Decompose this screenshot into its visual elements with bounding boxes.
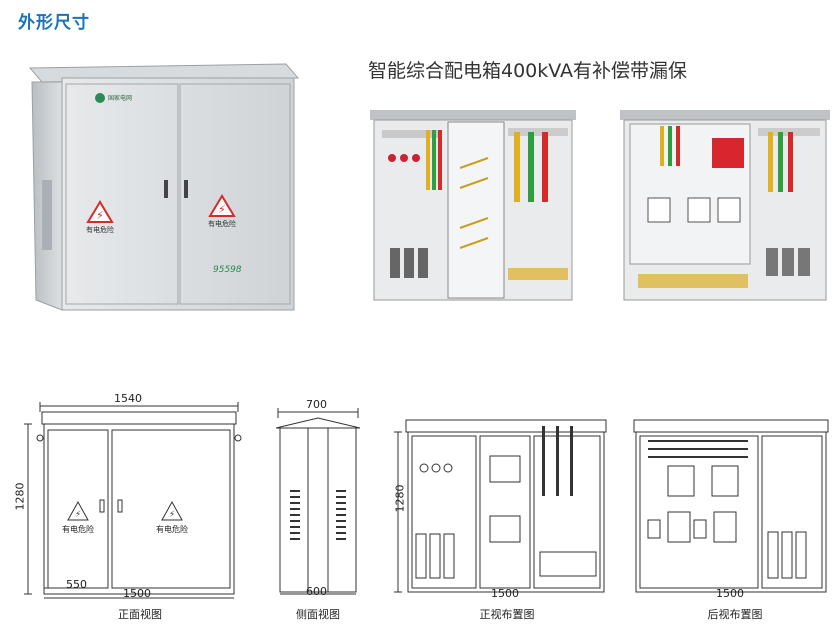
drawing-warning-right: 有电危险 bbox=[156, 524, 188, 534]
lightning-icon: ⚡ bbox=[75, 510, 81, 520]
rear-layout-caption: 后视布置图 bbox=[707, 608, 763, 621]
side-dim-bottom: 600 bbox=[306, 585, 327, 598]
rear-layout-drawing bbox=[633, 419, 829, 593]
cabinet-exterior-photo: 国家电网 ⚡ 有电危险 ⚡ 有电危险 95598 bbox=[28, 63, 300, 311]
front-dim-top: 1540 bbox=[114, 392, 142, 405]
lightning-icon: ⚡ bbox=[169, 510, 175, 520]
front-view-drawing: ⚡ ⚡ 有电危险 有电危险 bbox=[24, 402, 242, 599]
front-dim-bottom: 1500 bbox=[123, 587, 151, 600]
warning-label-left: 有电危险 bbox=[86, 225, 114, 234]
front-dim-left: 550 bbox=[66, 578, 87, 591]
front-layout-drawing bbox=[394, 419, 607, 593]
front-layout-dim-bottom: 1500 bbox=[491, 587, 519, 600]
cabinet-interior-rear-photo bbox=[620, 110, 830, 301]
section-title: 外形尺寸 bbox=[18, 13, 90, 33]
front-view-caption: 正面视图 bbox=[118, 608, 162, 621]
side-view-drawing bbox=[275, 408, 361, 595]
lightning-icon: ⚡ bbox=[96, 209, 104, 222]
hotline-text: 95598 bbox=[213, 265, 242, 275]
drawing-warning-left: 有电危险 bbox=[62, 524, 94, 534]
side-view-caption: 侧面视图 bbox=[296, 608, 340, 621]
side-dim-top: 700 bbox=[306, 398, 327, 411]
front-layout-dim-height: 1280 bbox=[393, 484, 407, 513]
cabinet-interior-front-photo bbox=[370, 110, 576, 301]
lightning-icon: ⚡ bbox=[218, 203, 226, 216]
warning-label-right: 有电危险 bbox=[208, 219, 236, 228]
rear-layout-dim-bottom: 1500 bbox=[716, 587, 744, 600]
logo-text: 国家电网 bbox=[108, 94, 132, 102]
front-layout-caption: 正视布置图 bbox=[479, 608, 535, 621]
front-dim-height: 1280 bbox=[13, 482, 27, 511]
product-title: 智能综合配电箱400kVA有补偿带漏保 bbox=[368, 60, 688, 82]
